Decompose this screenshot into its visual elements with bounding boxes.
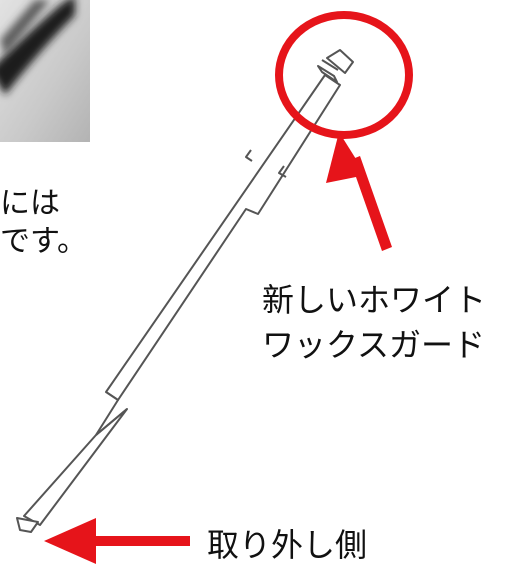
cropped-text-line-1: には — [0, 186, 60, 221]
removal-arrow — [44, 518, 190, 564]
tip-label-line-1: 新しいホワイト — [262, 281, 487, 319]
removal-side-label: 取り外し側 — [207, 526, 368, 564]
highlight-circle — [275, 11, 413, 139]
cropped-photo — [0, 0, 90, 142]
tip-arrow — [326, 132, 392, 251]
wax-tool-outline — [16, 49, 354, 533]
cropped-text-line-2: です。 — [0, 224, 87, 259]
tip-label-line-2: ワックスガード — [262, 326, 486, 364]
photo-image — [0, 0, 90, 142]
